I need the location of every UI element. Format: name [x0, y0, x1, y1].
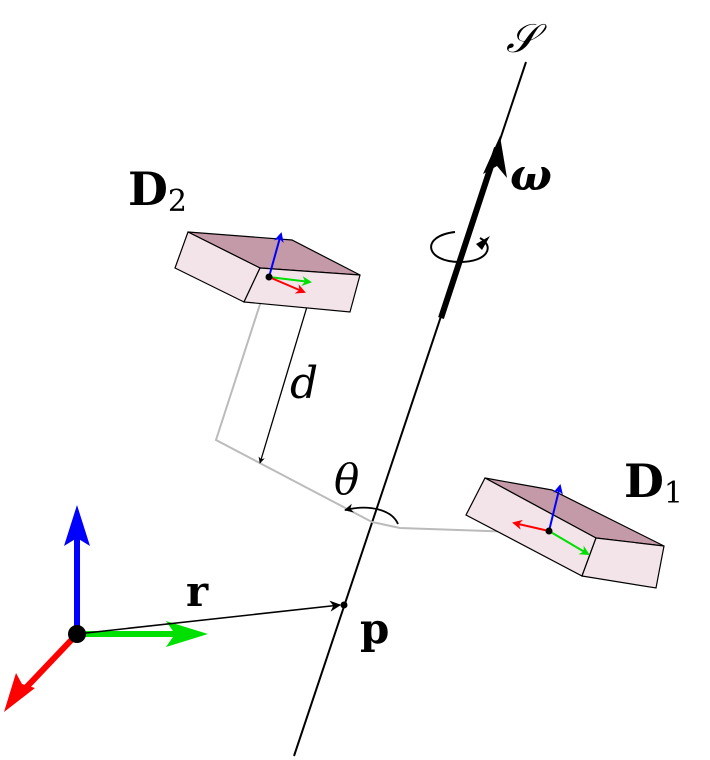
- device-d1-y-axis: [548, 530, 590, 556]
- device-d2-z-axis: [268, 232, 284, 278]
- label-d2-main: D: [128, 162, 168, 216]
- label-omega: ω: [510, 150, 552, 201]
- device-d1-x-axis: [512, 519, 550, 532]
- device-d1-front-face: [581, 537, 665, 589]
- device-d2: [174, 231, 361, 313]
- label-angle: θ: [334, 455, 359, 504]
- world-z-arrowhead: [64, 505, 90, 546]
- label-d2: D2: [128, 162, 187, 219]
- device-d1: [465, 477, 665, 589]
- r-vector: [76, 600, 342, 635]
- label-p: p: [360, 604, 389, 653]
- label-d1-main: D: [624, 454, 664, 508]
- label-r: r: [186, 567, 209, 616]
- device-d2-x-axis: [268, 276, 306, 294]
- label-d1-sub: 1: [664, 476, 683, 511]
- omega-arrow: [438, 147, 500, 319]
- label-distance: d: [290, 358, 318, 409]
- world-frame: [4, 505, 208, 712]
- label-d2-sub: 2: [168, 184, 187, 219]
- device-d2-y-axis: [268, 276, 312, 286]
- helper-line-d1: [371, 521, 516, 533]
- world-x-arrowhead: [4, 673, 35, 712]
- device-d2-front-face: [243, 267, 361, 313]
- rotation-arc: [430, 231, 489, 264]
- label-screw-axis: 𝒮: [506, 16, 547, 62]
- omega-arrowhead: [483, 136, 507, 178]
- world-y-arrowhead: [166, 621, 208, 647]
- world-x-axis: [17, 631, 80, 697]
- helper-line-d2: [214, 297, 373, 523]
- device-d1-z-axis: [548, 484, 563, 532]
- angle-arc: [344, 503, 399, 525]
- distance-arrow: [258, 299, 311, 464]
- label-d1: D1: [624, 454, 683, 511]
- point-p: [340, 601, 348, 609]
- device-d2-origin: [265, 273, 273, 281]
- device-d1-origin: [545, 527, 553, 535]
- rotation-arc-arrowhead: [476, 236, 490, 250]
